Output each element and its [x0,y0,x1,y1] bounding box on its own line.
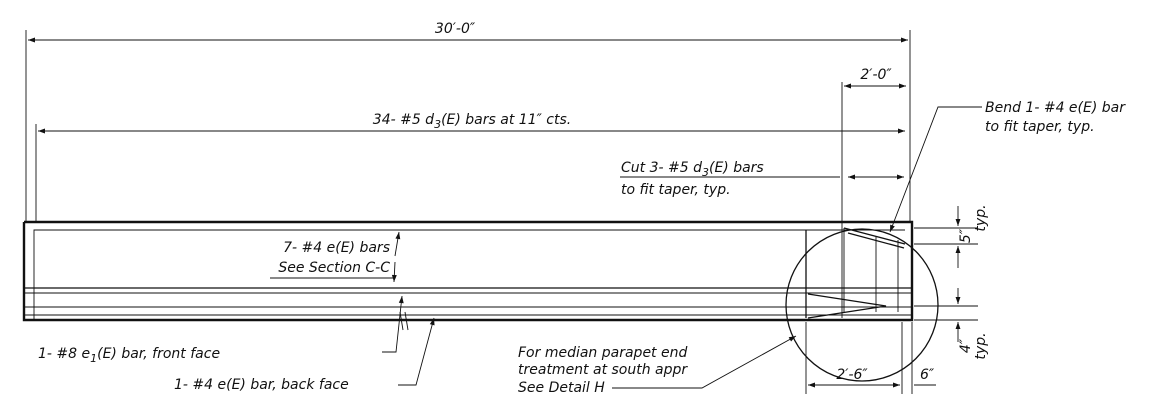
end-section-label: 2′-6″ [836,367,868,383]
end-offset-dimension: 6″ [901,322,936,394]
median-parapet-note: For median parapet end treatment at sout… [518,335,797,396]
back-bar-label: 1- #4 e(E) bar, back face [174,377,349,393]
back-face-note: 1- #4 e(E) bar, back face [174,317,435,393]
taper-length-label: 2′-0″ [860,67,892,83]
taper-bottom-label: 4″ [958,338,974,353]
end-offset-label: 6″ [920,367,935,383]
front-face-note: 1- #8 e1(E) bar, front face [38,295,404,365]
e-bars-line2: See Section C-C [278,260,390,276]
end-section-dimension: 2′-6″ [805,322,913,394]
bar-run-dimension: 34- #5 d3(E) bars at 11″ cts. [35,112,905,222]
cut-bars-line1: Cut 3- #5 d3(E) bars [621,160,764,179]
taper-top-note: typ. [973,204,989,231]
parapet-elevation [22,220,914,331]
e-bars-note: 7- #4 e(E) bars See Section C-C [270,231,401,283]
bend-bar-note: Bend 1- #4 e(E) bar to fit taper, typ. [889,100,1126,233]
median-line1: For median parapet end [518,345,687,361]
cut-bars-line2: to fit taper, typ. [621,182,731,198]
taper-length-dimension: 2′-0″ [841,67,906,318]
taper-vertical-dimensions: 5″ typ. 4″ typ. [914,204,989,360]
e-bars-line1: 7- #4 e(E) bars [283,240,390,256]
taper-bottom-note: typ. [973,332,989,359]
bend-bar-line2: to fit taper, typ. [985,119,1095,135]
median-line3: See Detail H [518,380,605,396]
overall-dimension: 30′-0″ [25,21,911,222]
detail-circle [785,228,939,382]
taper-top-label: 5″ [958,228,974,243]
front-bar-label: 1- #8 e1(E) bar, front face [38,346,220,365]
cut-bars-note: Cut 3- #5 d3(E) bars to fit taper, typ. [620,160,904,198]
bend-bar-line1: Bend 1- #4 e(E) bar [985,100,1126,116]
bar-run-label: 34- #5 d3(E) bars at 11″ cts. [373,112,571,131]
median-line2: treatment at south appr [518,362,688,378]
overall-dimension-label: 30′-0″ [435,21,476,37]
